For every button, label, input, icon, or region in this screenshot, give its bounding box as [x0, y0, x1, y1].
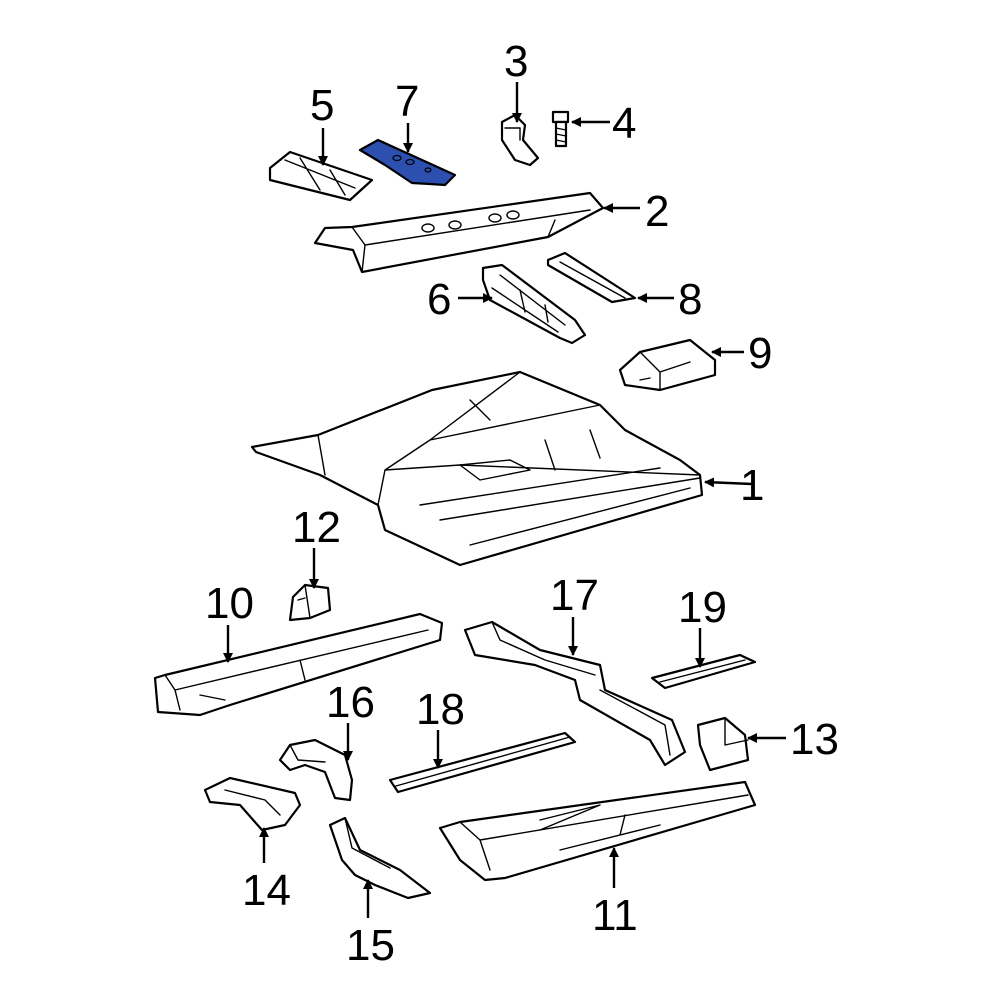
part-13-bracket[interactable] — [696, 716, 750, 772]
part-2-crossmember[interactable] — [313, 191, 605, 274]
part-14-bracket[interactable] — [203, 776, 302, 832]
part-12-bracket[interactable] — [288, 583, 332, 622]
callout-16: 16 — [326, 678, 375, 727]
part-5-bracket[interactable] — [268, 150, 374, 202]
part-19-strip[interactable] — [650, 653, 757, 690]
callout-4: 4 — [612, 99, 636, 148]
part-7-bracket[interactable] — [358, 138, 457, 187]
callout-11: 11 — [592, 891, 638, 940]
part-16-arch[interactable] — [278, 738, 354, 802]
part-6-reinforcement[interactable] — [481, 263, 587, 345]
callout-9: 9 — [748, 329, 772, 378]
callout-2: 2 — [645, 187, 669, 236]
callout-1: 1 — [740, 461, 764, 510]
part-3-bracket[interactable] — [500, 113, 540, 167]
callout-15: 15 — [346, 921, 395, 970]
part-17-rail[interactable] — [463, 620, 687, 767]
part-8-strip[interactable] — [546, 251, 637, 304]
part-18-strip[interactable] — [388, 731, 577, 794]
part-1-floor-pan[interactable] — [250, 370, 704, 567]
part-15-bracket[interactable] — [328, 816, 432, 900]
callout-5: 5 — [310, 81, 334, 130]
callout-17: 17 — [550, 571, 599, 620]
part-4-bolt[interactable] — [551, 110, 570, 148]
callout-6: 6 — [427, 275, 451, 324]
callout-12: 12 — [292, 503, 341, 552]
part-10-rocker[interactable] — [153, 612, 444, 717]
callout-18: 18 — [416, 685, 465, 734]
part-9-bracket[interactable] — [618, 338, 717, 392]
callout-leaders — [223, 82, 786, 918]
callout-labels: 1 2 3 4 5 6 7 8 9 10 11 12 13 14 15 16 1… — [205, 37, 839, 970]
callout-10: 10 — [205, 579, 254, 628]
callout-19: 19 — [678, 583, 727, 632]
callout-14: 14 — [242, 866, 291, 915]
callout-7: 7 — [395, 77, 419, 126]
callout-3: 3 — [504, 37, 528, 86]
callout-13: 13 — [790, 715, 839, 764]
callout-8: 8 — [678, 275, 702, 324]
part-11-rocker[interactable] — [438, 780, 757, 882]
